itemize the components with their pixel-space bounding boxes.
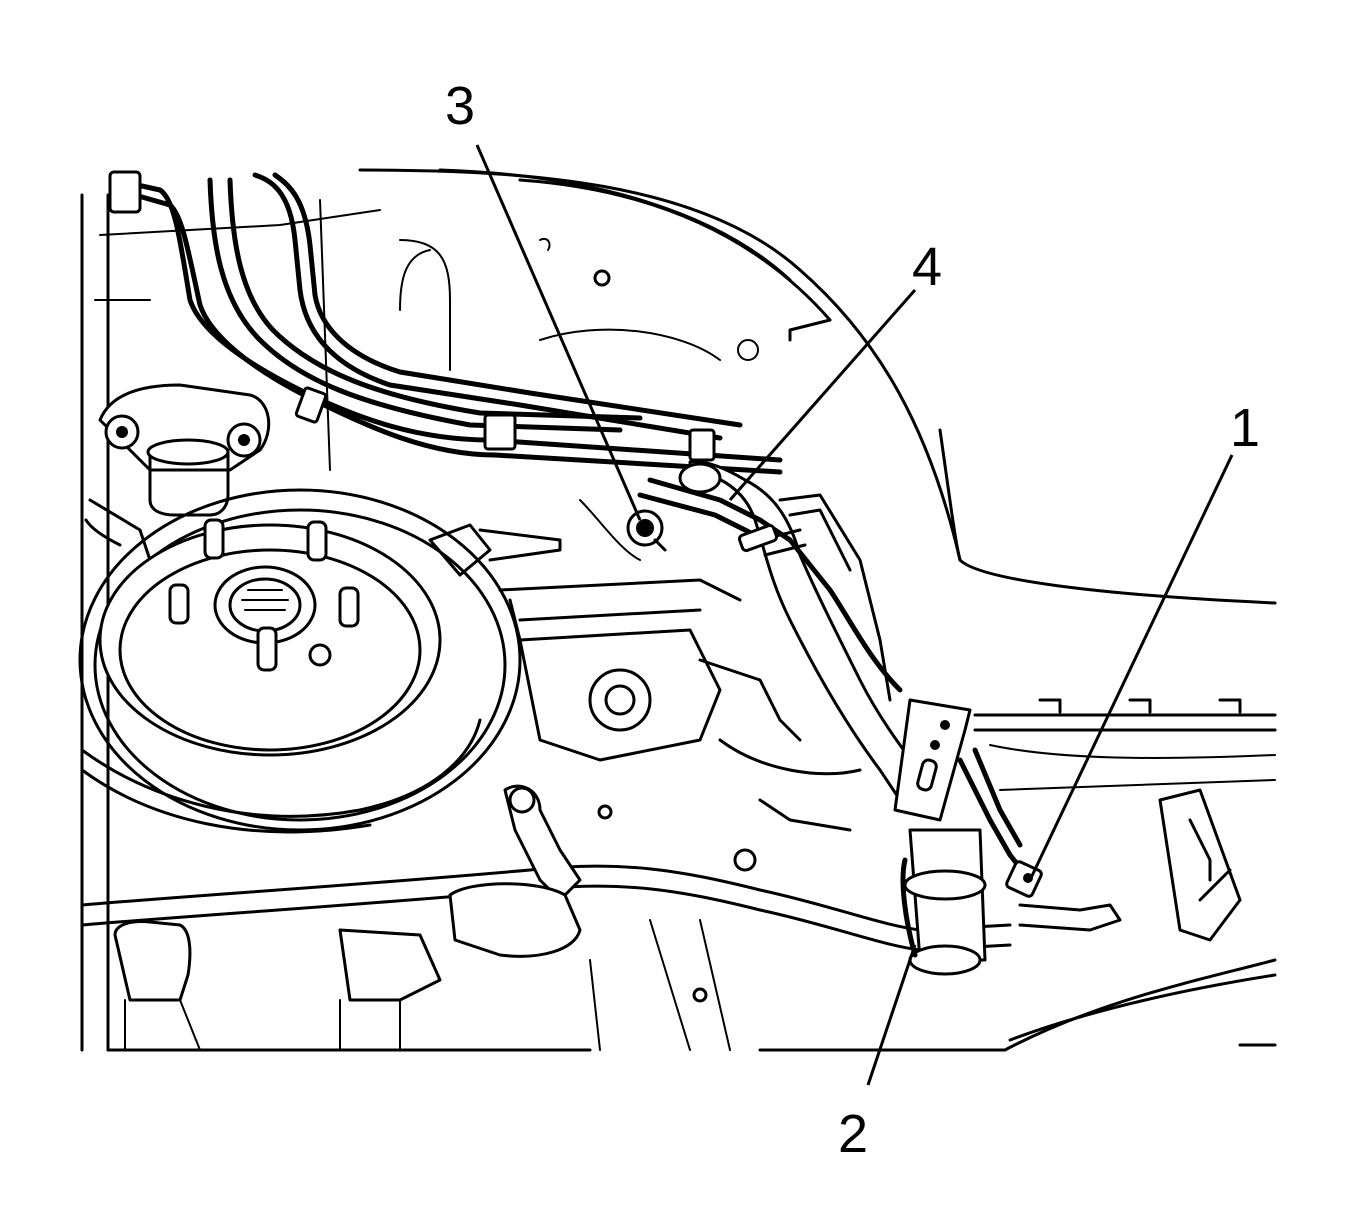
callout-4-label: 4 [912,237,942,297]
suspension-knuckle [428,523,862,872]
callout-labels: 1 2 3 4 [445,76,1260,1164]
leader-line-4 [728,289,917,501]
hose-assembly [637,460,1033,976]
leader-lines [475,144,1234,1086]
lower-body-components [113,788,1242,1051]
callout-2-label: 2 [838,1104,868,1164]
upper-mount-bracket [84,383,271,562]
upper-brake-lines [108,170,783,475]
underbody-structure [80,168,1277,1052]
callout-1-label: 1 [1230,398,1260,458]
wheel-hub-assembly [78,488,522,834]
callout-3-label: 3 [445,76,475,136]
retaining-bolt [626,509,667,552]
brake-line-fitting [1005,860,1043,898]
leader-line-3 [475,144,642,521]
stabilizer-link [80,784,1122,958]
leader-line-1 [1028,454,1234,881]
leader-line-2 [866,944,917,1086]
